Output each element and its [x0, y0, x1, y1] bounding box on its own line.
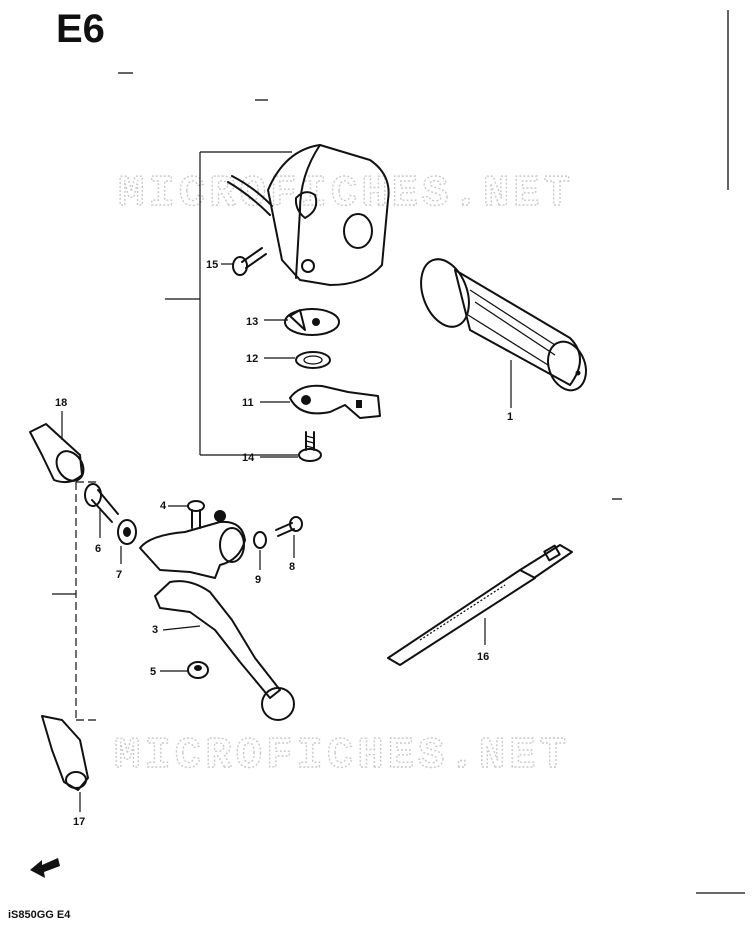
- callout-5: 5: [150, 666, 156, 678]
- cable-tie-16: [387, 544, 573, 666]
- bolt-8: [275, 516, 303, 537]
- callout-7: 7: [116, 569, 122, 581]
- direction-arrow-icon: [30, 858, 60, 878]
- dust-boot-17: [41, 715, 89, 791]
- callout-18: 18: [55, 397, 67, 409]
- group-2-bracket: [75, 481, 96, 721]
- watermark-top: MICROFICHES.NET: [118, 169, 574, 219]
- callout-12: 12: [246, 353, 258, 365]
- callout-13: 13: [246, 316, 258, 328]
- switch-part-13: [284, 308, 340, 336]
- group-10-bracket: [165, 151, 300, 456]
- model-code: iS850GG E4: [8, 909, 71, 921]
- clutch-lever-3: [154, 580, 295, 721]
- dust-boot-18: [29, 423, 85, 484]
- washer-9: [253, 531, 267, 549]
- callout-6: 6: [95, 543, 101, 555]
- handlebar-grip-1: [420, 258, 587, 392]
- nut-7: [117, 519, 137, 545]
- screw-15: [232, 247, 267, 276]
- callout-8: 8: [289, 561, 295, 573]
- callout-1: 1: [507, 411, 513, 423]
- callout-16: 16: [477, 651, 489, 663]
- section-code: E6: [56, 7, 105, 51]
- lever-holder: [139, 500, 246, 579]
- callout-3: 3: [152, 624, 158, 636]
- watermark-bottom: MICROFICHES.NET: [114, 731, 570, 781]
- screw-14: [298, 431, 322, 462]
- washer-12: [295, 351, 331, 369]
- callout-11: 11: [242, 397, 254, 409]
- callout-17: 17: [73, 816, 85, 828]
- callout-9: 9: [255, 574, 261, 586]
- callout-4: 4: [160, 500, 167, 512]
- switch-part-11: [289, 384, 381, 419]
- callout-14: 14: [242, 452, 255, 464]
- nut-5: [187, 661, 209, 679]
- callout-15: 15: [206, 259, 218, 271]
- switch-housing: [227, 144, 390, 286]
- bolt-6: [84, 483, 119, 523]
